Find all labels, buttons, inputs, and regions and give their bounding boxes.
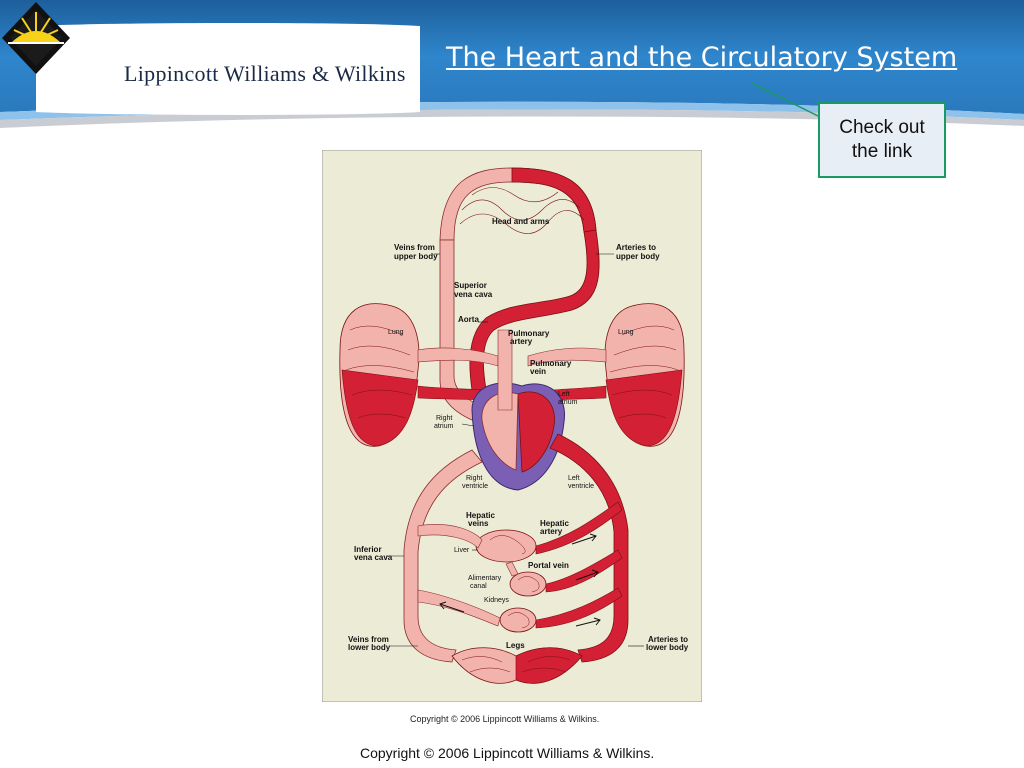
label-left-ventricle-1: Left [568,475,580,482]
label-hepatic-artery-1: Hepatic [540,519,569,528]
publisher-logo [2,2,70,74]
label-kidneys: Kidneys [484,597,509,604]
descending-aorta [549,433,629,663]
label-pulm-artery-2: artery [510,337,533,346]
label-svc-2: vena cava [454,290,493,299]
label-legs: Legs [506,641,525,650]
label-right-atrium-1: Right [436,415,452,422]
label-arteries-upper-1: Arteries to [616,243,656,252]
lung-right-capillaries [604,303,685,447]
leader-lines [386,253,644,647]
label-arteries-lower-2: lower body [646,643,689,652]
callout-box: Check out the link [818,102,946,178]
publisher-name: Lippincott Williams & Wilkins [124,61,406,86]
label-arteries-upper-2: upper body [616,252,660,261]
heart [471,329,565,491]
label-arteries-lower-1: Arteries to [648,635,688,644]
label-right-ventricle-1: Right [466,475,482,482]
lung-left-capillaries [339,303,420,447]
label-svc-1: Superior [454,281,487,290]
label-liver: Liver [454,547,470,554]
label-ivc-2: vena cava [354,553,393,562]
alimentary-capillaries [505,549,623,597]
label-hepatic-artery-2: artery [540,527,563,536]
label-lung-left: Lung [388,329,404,336]
head-arms-capillaries [439,167,597,241]
label-right-atrium-2: atrium [434,423,454,430]
label-left-ventricle-2: ventricle [568,483,594,490]
label-veins-upper-2: upper body [394,252,438,261]
label-veins-lower-1: Veins from [348,635,389,644]
label-portal-vein: Portal vein [528,561,569,570]
label-ivc-1: Inferior [354,545,382,554]
title-link[interactable]: The Heart and the Circulatory System [446,42,958,73]
label-pulm-vein-2: vein [530,367,546,376]
label-right-ventricle-2: ventricle [462,483,488,490]
callout-text: Check out the link [839,117,925,162]
circulatory-diagram: Head and arms Veins from upper body Arte… [322,150,702,702]
label-alimentary-1: Alimentary [468,575,502,582]
legs-capillaries [451,647,583,684]
flow-arrows [439,533,601,627]
label-left-atrium-2: atrium [558,399,578,406]
label-head-and-arms: Head and arms [492,217,550,226]
label-pulm-artery-1: Pulmonary [508,329,550,338]
diagram-labels: Head and arms Veins from upper body Arte… [348,217,689,652]
label-alimentary-2: canal [470,583,487,590]
label-hepatic-veins-1: Hepatic [466,511,495,520]
liver-capillaries [417,501,623,563]
label-lung-right: Lung [618,329,634,336]
label-aorta: Aorta [458,315,479,324]
kidney-capillaries [417,587,623,633]
figure-copyright: Copyright © 2006 Lippincott Williams & W… [410,714,600,724]
label-hepatic-veins-2: veins [468,519,489,528]
sunburst-icon [2,2,70,74]
page-copyright: Copyright © 2006 Lippincott Williams & W… [360,745,655,761]
label-veins-upper-1: Veins from [394,243,435,252]
label-left-atrium-1: Left [558,391,570,398]
label-pulm-vein-1: Pulmonary [530,359,572,368]
label-veins-lower-2: lower body [348,643,391,652]
